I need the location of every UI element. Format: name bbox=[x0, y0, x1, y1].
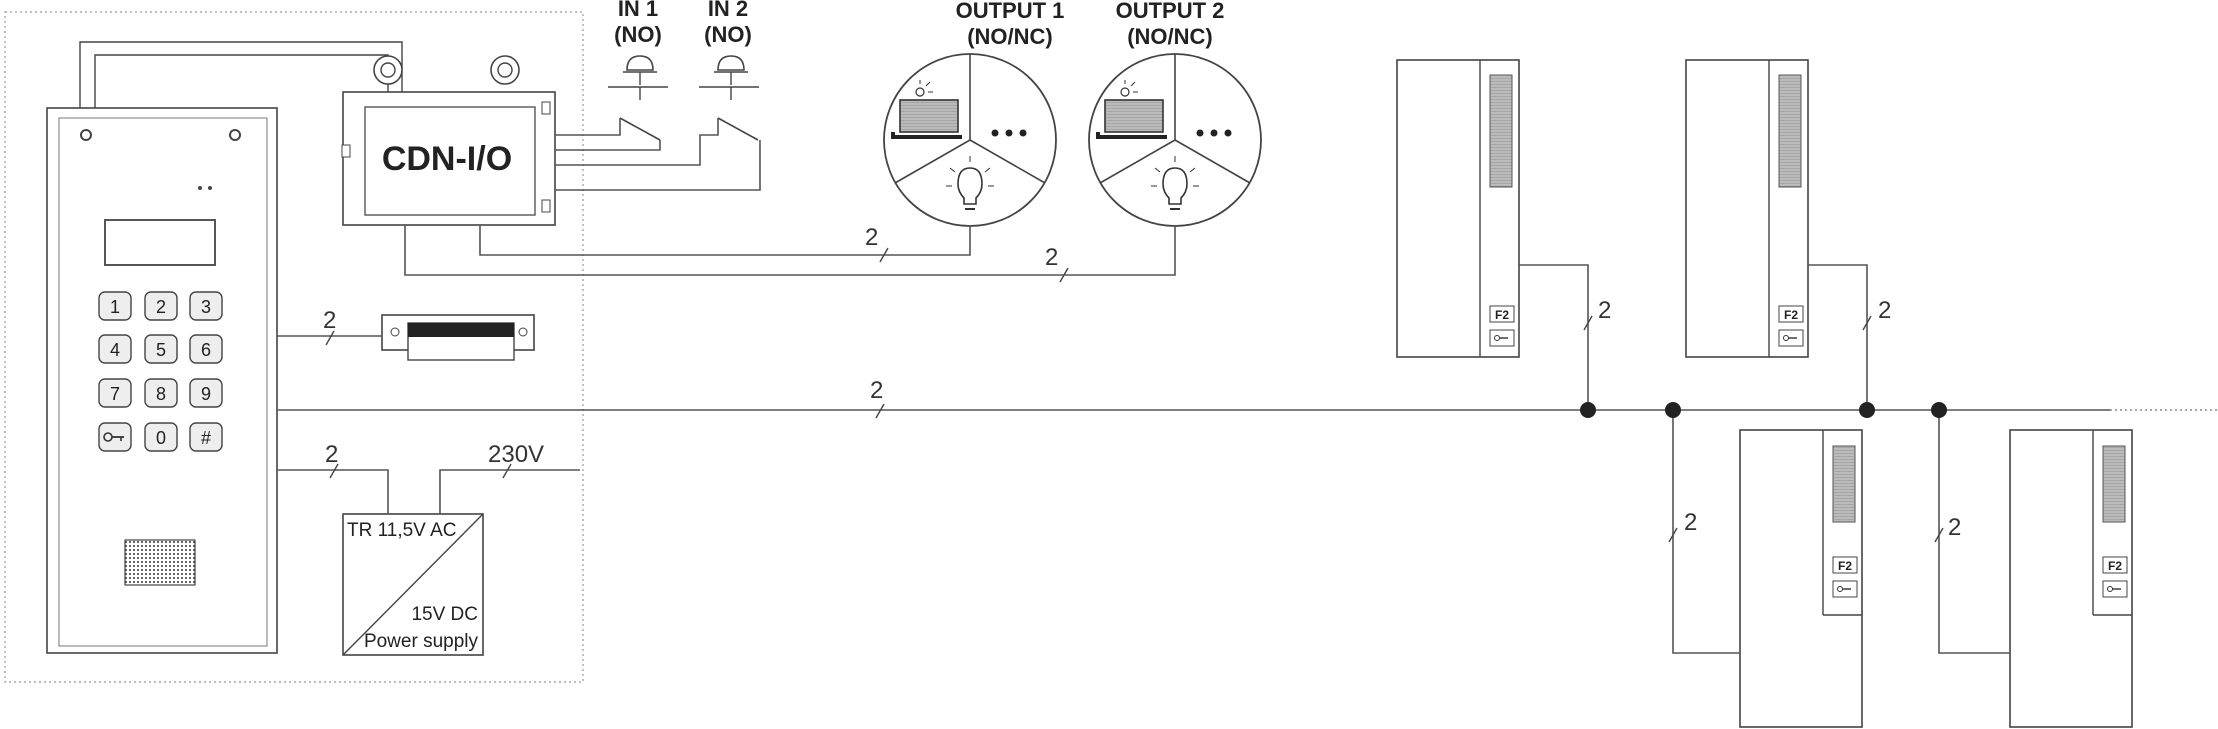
svg-text:3: 3 bbox=[201, 297, 211, 317]
svg-text:0: 0 bbox=[156, 428, 166, 448]
svg-text:2: 2 bbox=[1045, 244, 1058, 271]
f2-button[interactable] bbox=[1778, 305, 1804, 323]
panel-display bbox=[104, 219, 216, 266]
svg-text:2: 2 bbox=[870, 377, 883, 404]
keypad-key-icon[interactable] bbox=[98, 422, 132, 452]
keypad-key[interactable]: 9 bbox=[189, 378, 223, 408]
svg-text:2: 2 bbox=[156, 297, 166, 317]
keypad-key[interactable]: 1 bbox=[98, 291, 132, 321]
power-supply: TR 11,5V AC 15V DC Power supply bbox=[342, 513, 484, 656]
svg-text:2: 2 bbox=[865, 224, 878, 251]
svg-text:(NO/NC): (NO/NC) bbox=[1127, 24, 1213, 49]
f2-button[interactable] bbox=[1489, 305, 1515, 323]
svg-text:(NO/NC): (NO/NC) bbox=[967, 24, 1053, 49]
output-1: OUTPUT 1 (NO/NC) bbox=[883, 0, 1065, 227]
svg-text:#: # bbox=[201, 428, 211, 448]
svg-text:6: 6 bbox=[201, 340, 211, 360]
junction-dot bbox=[1931, 402, 1947, 418]
svg-text:2: 2 bbox=[1948, 514, 1961, 541]
junction-dot bbox=[1580, 402, 1596, 418]
keypad-key[interactable]: 2 bbox=[144, 291, 178, 321]
svg-text:TR 11,5V AC: TR 11,5V AC bbox=[347, 520, 456, 541]
keypad-key[interactable]: 8 bbox=[144, 378, 178, 408]
light-bulb-icon bbox=[946, 156, 994, 210]
svg-text:IN 1: IN 1 bbox=[618, 0, 658, 21]
gate-icon bbox=[1096, 80, 1167, 139]
junction-dot bbox=[1859, 402, 1875, 418]
svg-text:2: 2 bbox=[325, 441, 338, 468]
f2-button[interactable] bbox=[1832, 556, 1858, 574]
svg-text:OUTPUT 2: OUTPUT 2 bbox=[1116, 0, 1225, 23]
svg-text:(NO): (NO) bbox=[614, 22, 662, 47]
panel-boundary bbox=[4, 11, 584, 683]
intercom-handset: F2 bbox=[2009, 429, 2133, 728]
keypad-key[interactable]: # bbox=[189, 422, 223, 452]
svg-text:OUTPUT 1: OUTPUT 1 bbox=[956, 0, 1065, 23]
input-2: IN 2 (NO) bbox=[699, 0, 759, 141]
svg-text:230V: 230V bbox=[488, 441, 544, 468]
svg-text:F2: F2 bbox=[1784, 308, 1798, 322]
svg-text:5: 5 bbox=[156, 340, 166, 360]
svg-text:9: 9 bbox=[201, 384, 211, 404]
svg-text:15V DC: 15V DC bbox=[411, 604, 478, 625]
keypad-key[interactable]: 4 bbox=[98, 334, 132, 364]
io-module: CDN-I/O bbox=[341, 55, 556, 226]
more-icon bbox=[991, 129, 1027, 137]
keypad: 1 2 3 4 5 6 7 8 9 0 # bbox=[98, 291, 223, 452]
push-button-icon bbox=[717, 55, 745, 71]
more-icon bbox=[1196, 129, 1232, 137]
electric-lock bbox=[381, 314, 535, 361]
keypad-key[interactable]: 0 bbox=[144, 422, 178, 452]
light-bulb-icon bbox=[1151, 156, 1199, 210]
svg-text:IN 2: IN 2 bbox=[708, 0, 748, 21]
push-button-icon bbox=[626, 55, 654, 71]
svg-text:2: 2 bbox=[323, 307, 336, 334]
intercom-handset: F2 bbox=[1739, 429, 1863, 728]
intercom-handset: F2 bbox=[1685, 59, 1809, 358]
output-2: OUTPUT 2 (NO/NC) bbox=[1088, 0, 1262, 227]
keypad-key[interactable]: 6 bbox=[189, 334, 223, 364]
svg-text:2: 2 bbox=[1598, 297, 1611, 324]
svg-text:1: 1 bbox=[110, 297, 120, 317]
f2-button[interactable] bbox=[2102, 556, 2128, 574]
intercom-handset: F2 bbox=[1396, 59, 1520, 358]
svg-text:8: 8 bbox=[156, 384, 166, 404]
speaker-grille bbox=[124, 539, 196, 586]
gate-icon bbox=[891, 80, 962, 139]
svg-text:F2: F2 bbox=[1838, 559, 1852, 573]
svg-text:2: 2 bbox=[1878, 297, 1891, 324]
svg-text:(NO): (NO) bbox=[704, 22, 752, 47]
module-label: CDN-I/O bbox=[382, 140, 512, 178]
svg-text:7: 7 bbox=[110, 384, 120, 404]
junction-dot bbox=[1665, 402, 1681, 418]
svg-text:2: 2 bbox=[1684, 509, 1697, 536]
svg-text:F2: F2 bbox=[2108, 559, 2122, 573]
keypad-key[interactable]: 5 bbox=[144, 334, 178, 364]
keypad-key[interactable]: 3 bbox=[189, 291, 223, 321]
svg-text:F2: F2 bbox=[1495, 308, 1509, 322]
keypad-key[interactable]: 7 bbox=[98, 378, 132, 408]
svg-text:4: 4 bbox=[110, 340, 120, 360]
svg-text:Power supply: Power supply bbox=[364, 631, 479, 652]
input-1: IN 1 (NO) bbox=[608, 0, 668, 141]
